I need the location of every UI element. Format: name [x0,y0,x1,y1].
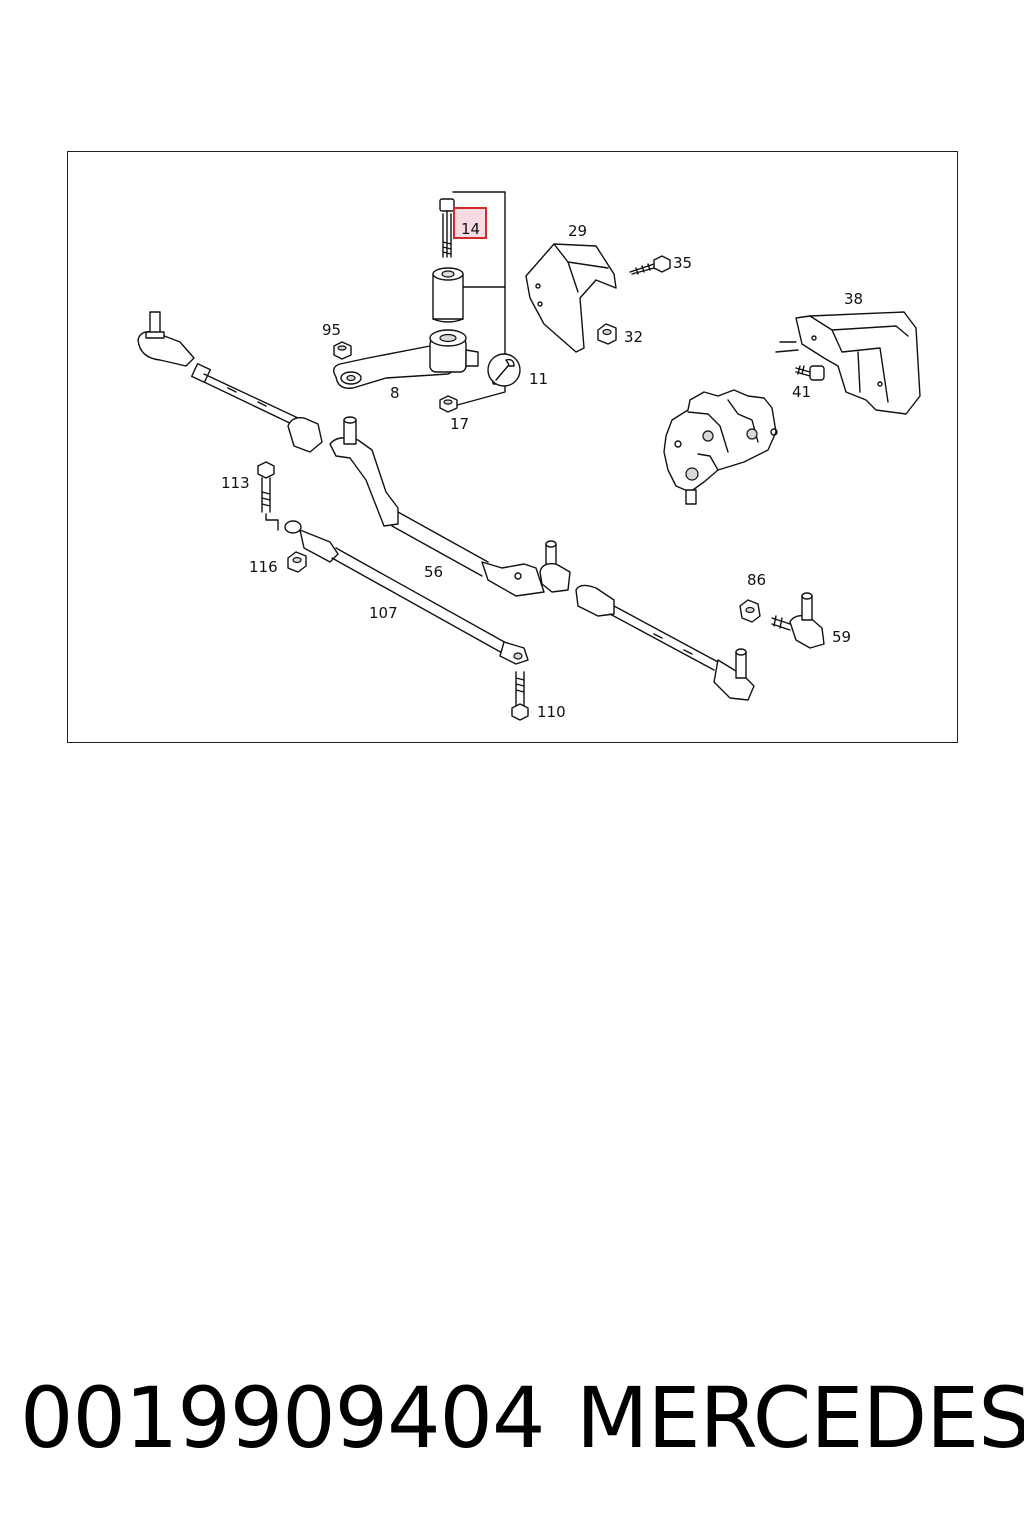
callout-35: 35 [673,254,692,272]
tie-rod-right [539,540,755,701]
caption-bar: 0019909404 MERCEDES [0,1360,1024,1480]
screw-35 [629,255,671,275]
part-number: 0019909404 [20,1369,545,1467]
nut-86 [739,599,761,623]
nut-17 [439,395,458,413]
shield-29 [525,243,617,353]
callout-56: 56 [424,563,443,581]
callout-17: 17 [450,415,469,433]
assembly-bracket [449,191,506,408]
callout-113: 113 [221,474,250,492]
bolt-113 [257,461,279,531]
callout-labels: 14 29 35 95 32 38 11 8 41 17 113 116 56 … [221,220,863,721]
callout-95: 95 [322,321,341,339]
nut-95 [333,341,352,360]
nut-116 [287,551,307,573]
idler-arm-8 [333,329,479,389]
callout-8: 8 [390,384,400,402]
screw-41 [795,365,825,381]
callout-11: 11 [529,370,548,388]
brand-name: MERCEDES [576,1369,1024,1467]
bushing [432,267,464,323]
callout-107: 107 [369,604,398,622]
callout-38: 38 [844,290,863,308]
callout-59: 59 [832,628,851,646]
callout-116: 116 [249,558,278,576]
bolt-14 [439,198,455,258]
callout-29: 29 [568,222,587,240]
steering-gear-box [663,389,778,505]
bolt-110 [511,671,529,721]
steering-linkage-drawing: 14 29 35 95 32 38 11 8 41 17 113 116 56 … [137,191,921,721]
parts-diagram: 14 29 35 95 32 38 11 8 41 17 113 116 56 … [67,151,958,743]
highlight-box-14 [453,207,487,239]
callout-110: 110 [537,703,566,721]
callout-86: 86 [747,571,766,589]
callout-41: 41 [792,383,811,401]
bracket-38 [775,311,921,415]
callout-32: 32 [624,328,643,346]
tie-rod-left [137,311,299,427]
nut-32 [597,323,617,345]
drag-link-56 [287,416,545,597]
steering-damper-107 [284,520,529,665]
wrench-icon [487,353,521,387]
ball-joint-59 [771,592,825,649]
callout-14: 14 [461,220,480,238]
